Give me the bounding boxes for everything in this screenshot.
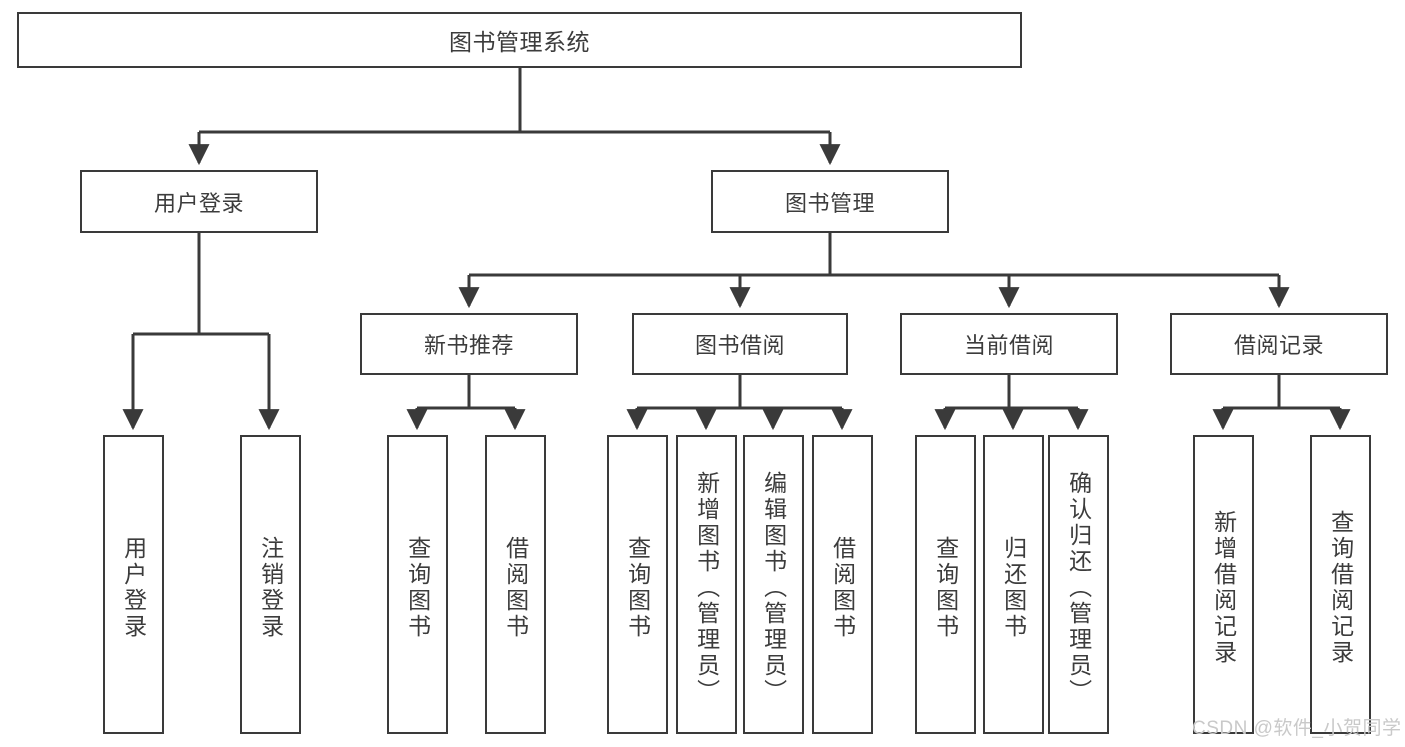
leaf-new-book-query-book[interactable]: 查询图书 <box>387 435 448 734</box>
watermark-text: CSDN @软件_小贺同学 <box>1192 718 1402 739</box>
node-label: 新增借阅记录 <box>1210 509 1237 666</box>
node-label: 新书推荐 <box>423 333 514 358</box>
leaf-book-borrow-borrow-book[interactable]: 借阅图书 <box>812 435 873 734</box>
node-label: 新增图书（管理员） <box>693 470 720 705</box>
node-label: 用户登录 <box>120 535 147 640</box>
node-label: 借阅图书 <box>829 535 856 640</box>
leaf-book-borrow-query-book[interactable]: 查询图书 <box>607 435 668 734</box>
node-label: 确认归还（管理员） <box>1065 470 1092 705</box>
leaf-book-borrow-add-book-admin[interactable]: 新增图书（管理员） <box>676 435 737 734</box>
leaf-book-borrow-edit-book-admin[interactable]: 编辑图书（管理员） <box>743 435 804 734</box>
node-user-login[interactable]: 用户登录 <box>80 170 318 233</box>
node-label: 查询图书 <box>932 535 959 640</box>
node-label: 注销登录 <box>257 535 284 640</box>
leaf-borrow-record-query-record[interactable]: 查询借阅记录 <box>1310 435 1371 734</box>
node-root-book-management-system[interactable]: 图书管理系统 <box>17 12 1022 68</box>
node-new-book-recommend[interactable]: 新书推荐 <box>360 313 578 375</box>
node-label: 图书管理系统 <box>449 29 590 55</box>
leaf-user-login-signin[interactable]: 用户登录 <box>103 435 164 734</box>
leaf-current-borrow-confirm-return-admin[interactable]: 确认归还（管理员） <box>1048 435 1109 734</box>
node-label: 查询图书 <box>624 535 651 640</box>
node-borrow-record[interactable]: 借阅记录 <box>1170 313 1388 375</box>
node-label: 编辑图书（管理员） <box>760 470 787 705</box>
node-book-management[interactable]: 图书管理 <box>711 170 949 233</box>
node-label: 归还图书 <box>1000 535 1027 640</box>
node-label: 图书管理 <box>784 190 875 216</box>
leaf-new-book-borrow-book[interactable]: 借阅图书 <box>485 435 546 734</box>
node-label: 当前借阅 <box>963 333 1054 358</box>
leaf-current-borrow-query-book[interactable]: 查询图书 <box>915 435 976 734</box>
node-label: 查询借阅记录 <box>1327 509 1354 666</box>
node-label: 借阅图书 <box>502 535 529 640</box>
node-label: 查询图书 <box>404 535 431 640</box>
leaf-current-borrow-return-book[interactable]: 归还图书 <box>983 435 1044 734</box>
node-book-borrow[interactable]: 图书借阅 <box>632 313 848 375</box>
leaf-user-login-logout[interactable]: 注销登录 <box>240 435 301 734</box>
node-label: 借阅记录 <box>1233 333 1324 358</box>
node-current-borrow[interactable]: 当前借阅 <box>900 313 1118 375</box>
leaf-borrow-record-add-record[interactable]: 新增借阅记录 <box>1193 435 1254 734</box>
node-label: 用户登录 <box>153 190 244 216</box>
node-label: 图书借阅 <box>694 333 785 358</box>
